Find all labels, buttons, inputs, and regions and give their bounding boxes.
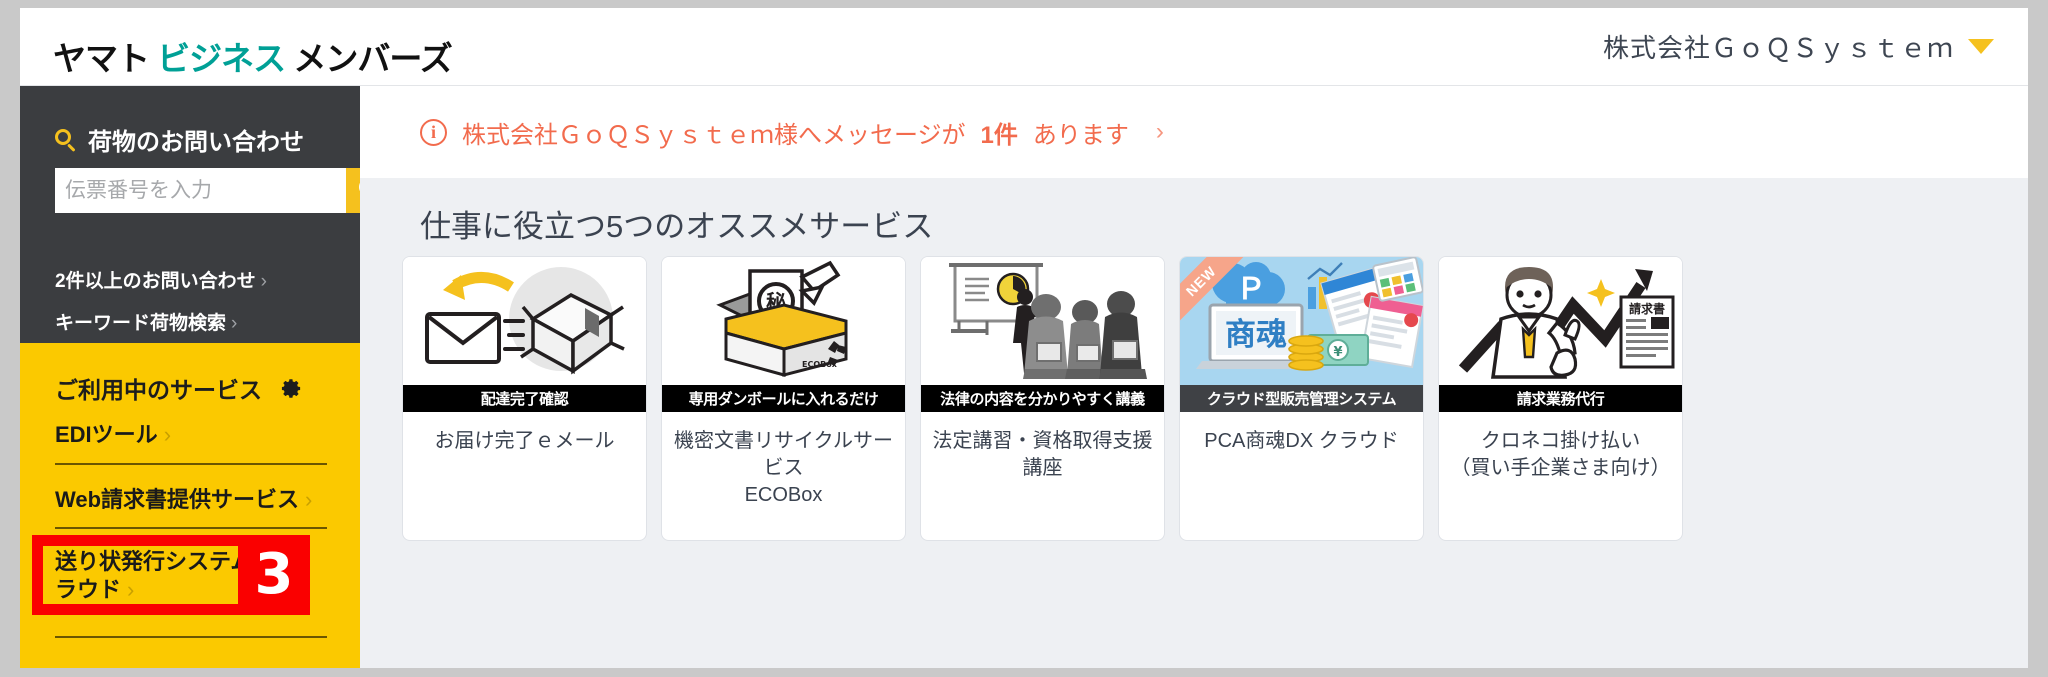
svg-text:ECOBox: ECOBox: [802, 360, 838, 369]
app-header: ヤマト ビジネス メンバーズ 株式会社ＧｏＱＳｙｓｔｅｍ: [20, 8, 2028, 86]
logo-text-yamato: ヤマト: [53, 40, 158, 77]
svg-text:¥: ¥: [1333, 345, 1342, 360]
sidebar-link-keyword-search-label: キーワード荷物検索: [55, 313, 227, 334]
chevron-right-icon: ›: [305, 487, 313, 512]
service-card-title: お届け完了ｅメール: [434, 430, 615, 452]
service-card-list: 配達完了確認 お届け完了ｅメール 秘 ECO: [402, 256, 1683, 541]
service-card-band: 配達完了確認: [403, 385, 646, 412]
message-banner-link[interactable]: i 株式会社ＧｏＱＳｙｓｔｅｍ様へメッセージが 1件あります ›: [420, 115, 1164, 150]
svg-text:商魂: 商魂: [1225, 317, 1287, 353]
main-content: i 株式会社ＧｏＱＳｙｓｔｅｍ様へメッセージが 1件あります › 仕事に役立つ5つ…: [360, 86, 2028, 668]
sidebar-services-section: ご利用中のサービス EDIツール› Web請求書提供サービス› 送り状発行システ…: [20, 343, 360, 668]
brand-logo[interactable]: ヤマト ビジネス メンバーズ: [53, 32, 453, 80]
service-card-kuronekokakebarai[interactable]: 請求書 請求業務代行 クロネコ掛け払い （買い手企業さま向け）: [1438, 256, 1683, 541]
annotation-highlight-box: [32, 535, 310, 615]
service-card-band: 法律の内容を分かりやすく講義: [921, 385, 1164, 412]
logo-text-business: ビジネス: [157, 40, 286, 77]
sidebar: 荷物のお問い合わせ 2件以上のお問い合わせ› キーワード荷物検索› ご利用中のサ…: [20, 86, 398, 668]
service-card-title: 機密文書リサイクルサービス ECOBox: [674, 430, 893, 506]
sidebar-search-heading-label: 荷物のお問い合わせ: [88, 129, 304, 156]
service-card-band: 請求業務代行: [1439, 385, 1682, 412]
logo-text-members: メンバーズ: [285, 40, 452, 77]
page-title: 仕事に役立つ5つのオススメサービス: [420, 209, 934, 244]
message-count: 1件: [980, 121, 1018, 149]
service-card-title: PCA商魂DX クラウド: [1204, 430, 1399, 452]
envelope-package-icon: [403, 257, 646, 385]
service-card-ecobox[interactable]: 秘 ECOBox 専用ダンボールに入れるだけ 機密文書リサイクルサービス ECO…: [661, 256, 906, 541]
service-card-pca-shoukon[interactable]: NEW Ｐ 商魂: [1179, 256, 1424, 541]
account-name: 株式会社ＧｏＱＳｙｓｔｅｍ: [1602, 33, 1954, 63]
svg-text:請求書: 請求書: [1629, 301, 1665, 316]
sidebar-link-multi-inquiry-label: 2件以上のお問い合わせ: [55, 271, 256, 292]
message-text-after: あります: [1032, 121, 1129, 149]
sidebar-services-heading-label: ご利用中のサービス: [55, 377, 262, 403]
service-card-band: クラウド型販売管理システム: [1180, 385, 1423, 412]
sidebar-divider: [55, 527, 327, 529]
tracking-search-row: [55, 168, 398, 213]
sidebar-divider: [55, 636, 327, 638]
chevron-right-icon: ›: [260, 271, 267, 292]
search-input[interactable]: [55, 168, 346, 213]
invoice-growth-icon: 請求書: [1439, 257, 1682, 385]
sidebar-item-edi-tool[interactable]: EDIツール›: [55, 421, 320, 449]
gear-icon[interactable]: [280, 377, 303, 400]
secure-box-icon: 秘 ECOBox: [662, 257, 905, 385]
service-card-seminar[interactable]: 法律の内容を分かりやすく講義 法定講習・資格取得支援講座: [920, 256, 1165, 541]
chevron-right-icon: ›: [1155, 118, 1164, 145]
svg-text:Ｐ: Ｐ: [1236, 272, 1266, 307]
sidebar-item-edi-tool-label: EDIツール: [55, 422, 158, 447]
message-text-before: 株式会社ＧｏＱＳｙｓｔｅｍ様へメッセージが: [462, 121, 966, 149]
chevron-down-icon: [1968, 39, 1994, 54]
search-icon: [55, 128, 77, 152]
service-card-title: 法定講習・資格取得支援講座: [932, 430, 1153, 479]
info-circle-icon: i: [420, 118, 447, 146]
chevron-right-icon: ›: [127, 577, 135, 603]
service-card-title: クロネコ掛け払い （買い手企業さま向け）: [1450, 430, 1671, 479]
account-menu[interactable]: 株式会社ＧｏＱＳｙｓｔｅｍ: [1603, 28, 1994, 65]
sidebar-item-web-invoice-label: Web請求書提供サービス: [55, 487, 300, 512]
cloud-sales-icon: NEW Ｐ 商魂: [1180, 257, 1423, 385]
service-card-band: 専用ダンボールに入れるだけ: [662, 385, 905, 412]
chevron-right-icon: ›: [163, 422, 172, 447]
sidebar-item-web-invoice[interactable]: Web請求書提供サービス›: [55, 486, 320, 514]
seminar-icon: [921, 257, 1164, 385]
sidebar-link-multi-inquiry[interactable]: 2件以上のお問い合わせ›: [55, 266, 267, 293]
sidebar-search-section: 荷物のお問い合わせ 2件以上のお問い合わせ› キーワード荷物検索›: [20, 86, 398, 343]
sidebar-search-heading: 荷物のお問い合わせ: [55, 122, 304, 157]
sidebar-services-heading: ご利用中のサービス: [55, 371, 303, 405]
sidebar-divider: [55, 463, 327, 465]
sidebar-link-keyword-search[interactable]: キーワード荷物検索›: [55, 308, 237, 335]
chevron-right-icon: ›: [231, 313, 238, 334]
message-banner: i 株式会社ＧｏＱＳｙｓｔｅｍ様へメッセージが 1件あります ›: [360, 86, 2028, 178]
page-root: ヤマト ビジネス メンバーズ 株式会社ＧｏＱＳｙｓｔｅｍ 荷物のお問い合わせ: [20, 8, 2028, 668]
annotation-step-number: 3: [254, 542, 294, 607]
annotation-step-badge: 3: [238, 535, 310, 615]
service-card-delivery-email[interactable]: 配達完了確認 お届け完了ｅメール: [402, 256, 647, 541]
